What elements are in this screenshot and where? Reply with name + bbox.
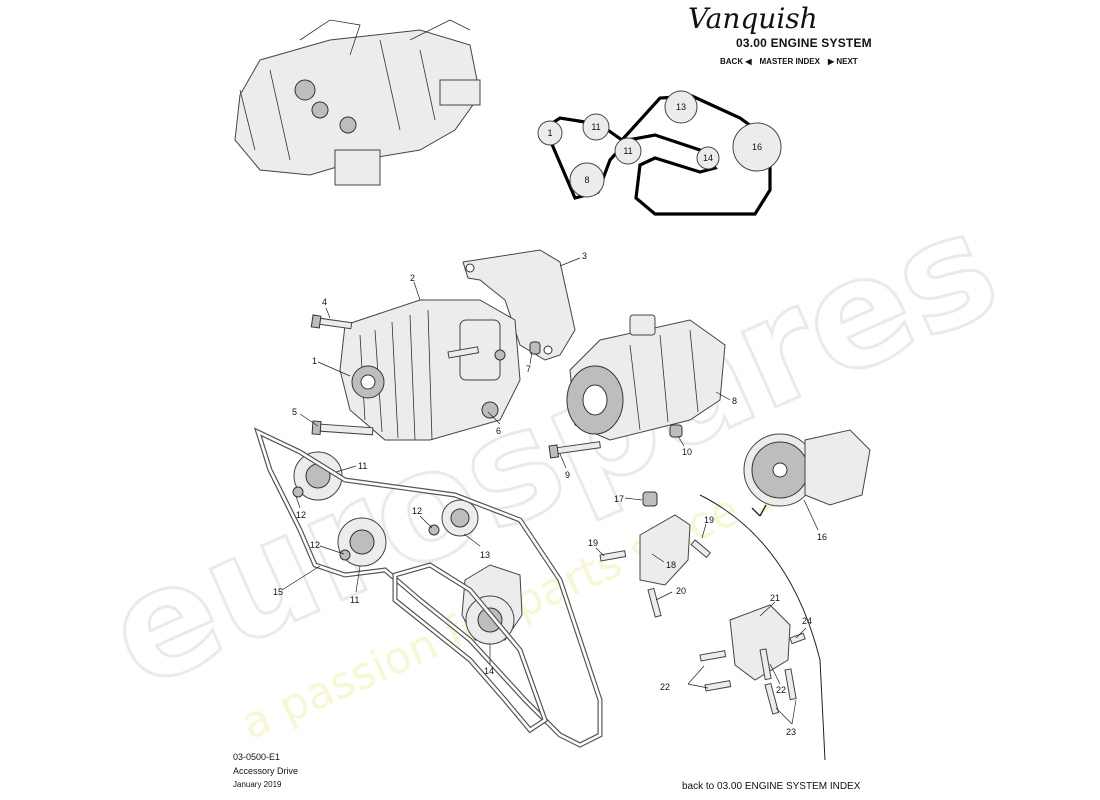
bolts-alternator bbox=[310, 314, 480, 436]
callout-24: 24 bbox=[802, 616, 812, 626]
system-title: 03.00 ENGINE SYSTEM bbox=[736, 36, 872, 50]
callout-9: 9 bbox=[565, 470, 570, 480]
callout-22a: 22 bbox=[660, 682, 670, 692]
callout-3: 3 bbox=[582, 251, 587, 261]
ac-compressor bbox=[566, 314, 726, 441]
callout-23: 23 bbox=[786, 727, 796, 737]
schematic-node-11b: 11 bbox=[623, 146, 632, 156]
callout-8: 8 bbox=[732, 396, 737, 406]
callout-16: 16 bbox=[817, 532, 827, 542]
master-index-link[interactable]: MASTER INDEX bbox=[759, 57, 820, 66]
schematic-node-13: 13 bbox=[676, 102, 686, 112]
back-arrow-icon: ◀ bbox=[745, 57, 752, 66]
schematic-node-16: 16 bbox=[752, 142, 762, 152]
next-arrow-icon: ▶ bbox=[827, 57, 835, 66]
callout-6: 6 bbox=[496, 426, 501, 436]
callout-21: 21 bbox=[770, 593, 780, 603]
callout-17: 17 bbox=[614, 494, 624, 504]
callout-5: 5 bbox=[292, 407, 297, 417]
callout-18: 18 bbox=[666, 560, 676, 570]
callout-15: 15 bbox=[273, 587, 283, 597]
diagram-code: 03-0500-E1 bbox=[233, 752, 281, 762]
detail-view-arrow bbox=[751, 504, 767, 517]
callout-2: 2 bbox=[410, 273, 415, 283]
engine-system-index-link[interactable]: back to 03.00 ENGINE SYSTEM INDEX bbox=[682, 781, 861, 792]
schematic-node-1: 1 bbox=[547, 128, 552, 138]
drive-belt bbox=[253, 427, 603, 748]
callout-labels: 1 2 3 4 5 6 7 8 9 10 11 12 12 11 12 13 1… bbox=[273, 251, 827, 737]
callout-11b: 11 bbox=[350, 595, 359, 605]
belt-routing-schematic: 1 11 13 11 14 16 8 bbox=[537, 90, 782, 216]
callout-20: 20 bbox=[676, 586, 686, 596]
schematic-node-8: 8 bbox=[584, 175, 589, 185]
callout-10: 10 bbox=[682, 447, 692, 457]
vanquish-logo: Vanquish bbox=[688, 4, 818, 34]
next-link-label: NEXT bbox=[836, 57, 858, 66]
compressor-fasteners bbox=[529, 341, 683, 459]
callout-12c: 12 bbox=[412, 506, 422, 516]
back-link-label: BACK bbox=[720, 57, 744, 66]
navigation-bar: BACK ◀ MASTER INDEX ▶ NEXT bbox=[720, 57, 858, 66]
schematic-node-14: 14 bbox=[703, 153, 713, 163]
pump-brackets bbox=[599, 491, 806, 715]
callout-12a: 12 bbox=[296, 510, 306, 520]
diagram-title: Accessory Drive bbox=[233, 766, 299, 776]
callout-11a: 11 bbox=[358, 461, 367, 471]
back-link[interactable]: BACK ◀ bbox=[720, 57, 752, 66]
callout-4: 4 bbox=[322, 297, 327, 307]
callout-14: 14 bbox=[484, 666, 494, 676]
detail-view-arc bbox=[699, 494, 826, 761]
next-link[interactable]: ▶ NEXT bbox=[828, 57, 858, 66]
callout-22b: 22 bbox=[776, 685, 786, 695]
engine-overview-illustration bbox=[234, 19, 481, 186]
mounting-bracket bbox=[462, 249, 576, 361]
callout-12b: 12 bbox=[310, 540, 320, 550]
diagram-date: January 2019 bbox=[233, 780, 282, 789]
callout-7: 7 bbox=[526, 364, 531, 374]
callout-19a: 19 bbox=[588, 538, 598, 548]
brand-wordmark: Vanquish bbox=[688, 4, 818, 34]
alternator bbox=[339, 299, 521, 441]
power-steering-pump bbox=[743, 429, 871, 507]
callout-1: 1 bbox=[312, 356, 317, 366]
callout-leaders bbox=[281, 257, 819, 725]
schematic-node-11a: 11 bbox=[591, 122, 600, 132]
callout-13: 13 bbox=[480, 550, 490, 560]
callout-19b: 19 bbox=[704, 515, 714, 525]
